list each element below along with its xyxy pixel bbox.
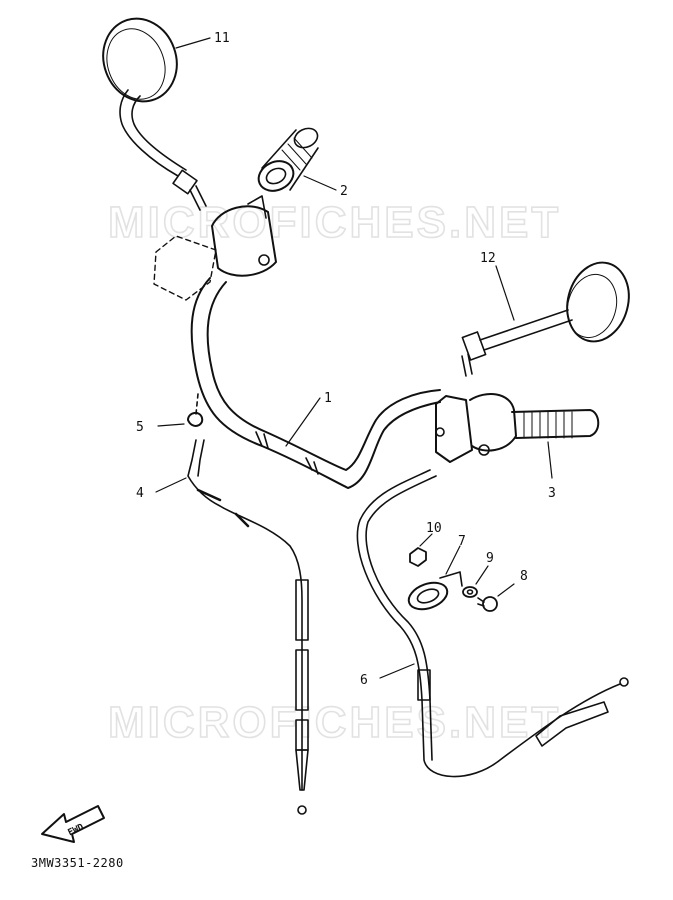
right-throttle-housing bbox=[435, 393, 517, 463]
cable-guide bbox=[157, 393, 204, 427]
washer bbox=[462, 565, 489, 598]
callout-7: 7 bbox=[458, 534, 466, 549]
callout-1: 1 bbox=[324, 391, 332, 406]
diagram-code: 3MW3351-2280 bbox=[31, 856, 124, 870]
throttle-grip bbox=[511, 409, 600, 479]
watermark-bottom: MICROFICHES.NET bbox=[108, 698, 561, 747]
left-switch-housing bbox=[153, 195, 277, 301]
nut bbox=[409, 533, 433, 567]
fwd-arrow bbox=[41, 805, 105, 843]
watermark-top: MICROFICHES.NET bbox=[108, 198, 561, 247]
mirror-left bbox=[102, 17, 211, 211]
callout-4: 4 bbox=[136, 486, 144, 501]
cable-throttle bbox=[356, 469, 629, 778]
callout-12: 12 bbox=[480, 251, 496, 266]
screw bbox=[477, 583, 515, 612]
callout-3: 3 bbox=[548, 486, 556, 501]
grip-left bbox=[257, 127, 337, 192]
callout-9: 9 bbox=[486, 551, 494, 566]
callout-5: 5 bbox=[136, 420, 144, 435]
callout-10: 10 bbox=[426, 521, 442, 536]
callout-11: 11 bbox=[214, 31, 230, 46]
fwd-label: FWD bbox=[67, 822, 86, 838]
callout-6: 6 bbox=[360, 673, 368, 688]
mirror-right bbox=[461, 261, 630, 377]
cable-lower bbox=[155, 439, 309, 815]
callout-8: 8 bbox=[520, 569, 528, 584]
handlebar bbox=[190, 277, 441, 489]
clamp-bracket bbox=[407, 545, 463, 611]
callout-2: 2 bbox=[340, 184, 348, 199]
